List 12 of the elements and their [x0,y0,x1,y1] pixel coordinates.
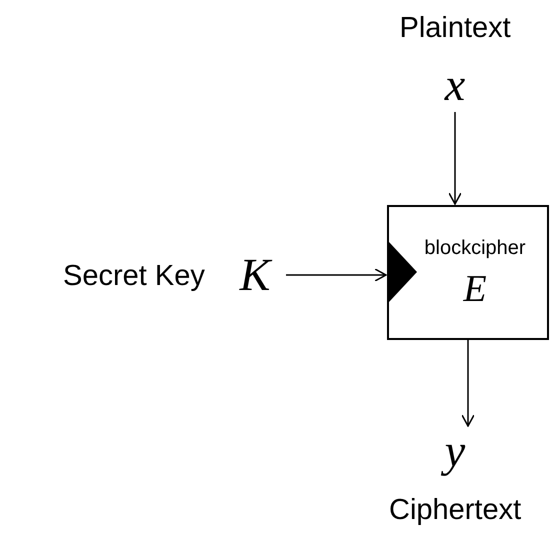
caption-text: Secret Key [63,260,205,292]
block-cipher-box [387,205,549,340]
arrow [448,112,462,205]
variable-label: y [435,428,475,474]
box-title: blockcipher [424,237,526,260]
arrow [461,340,475,427]
caption-text: Ciphertext [389,494,522,526]
variable-label: K [230,250,280,300]
caption-text: Plaintext [400,12,511,44]
cipher-symbol: E [463,270,487,308]
variable-label: x [435,62,475,108]
arrow [286,268,387,282]
